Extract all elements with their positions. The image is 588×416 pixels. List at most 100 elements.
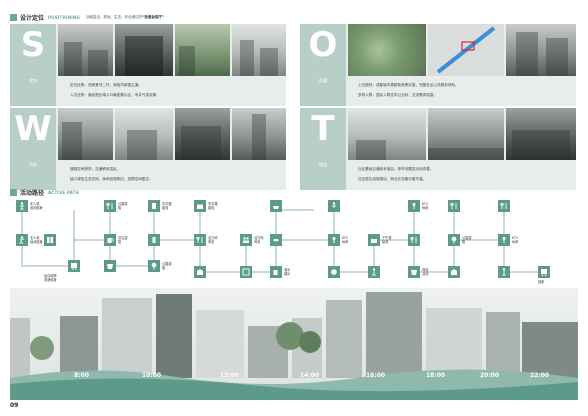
swot-desc-1: 区位优势：西侧紧邻二环，南临华新路主道。 — [70, 83, 142, 87]
swot-letter: S — [20, 25, 46, 65]
node-ktv-2 — [408, 200, 420, 212]
node-afternoon-tea — [368, 234, 380, 246]
time-label: 8:00 — [74, 372, 89, 379]
microphone-icon — [412, 203, 416, 209]
node-cafe — [104, 234, 116, 246]
path-lines — [21, 209, 544, 273]
phone-icon — [152, 237, 156, 243]
swot-label: 劣势 — [29, 162, 37, 167]
node-label: 公园游憩 — [118, 202, 128, 210]
photo-parking — [348, 108, 426, 160]
section-title: 活动路径 — [20, 189, 45, 197]
time-label: 14:00 — [300, 372, 320, 379]
shopping-icon — [411, 270, 417, 275]
node-home-bus — [538, 266, 550, 278]
photo-lot — [428, 108, 504, 160]
skyline-graphic — [10, 288, 578, 400]
pill-icon — [273, 239, 279, 242]
tree-icon — [451, 236, 457, 244]
microphone-icon — [502, 237, 506, 243]
node-lunch — [194, 234, 206, 246]
node-service — [240, 266, 252, 278]
dining-icon — [196, 237, 203, 243]
photo-gate — [115, 24, 173, 76]
node-work — [194, 200, 206, 212]
ball-icon — [331, 269, 337, 275]
node-label: 公园游憩 — [162, 262, 172, 270]
photo-shops — [175, 108, 230, 160]
people-icon — [243, 237, 249, 243]
node-running — [16, 234, 28, 246]
swot-desc-1: 社区基础交通体系落后，停车问题突出待改善。 — [358, 167, 434, 171]
cake-icon — [371, 239, 377, 243]
tree-icon — [151, 262, 157, 270]
node-office — [148, 200, 160, 212]
briefcase-icon — [197, 204, 203, 209]
photo-traffic — [115, 108, 173, 160]
node-waterfront — [328, 200, 340, 212]
node-evening-shop — [448, 266, 460, 278]
node-bowling — [328, 266, 340, 278]
photo-aerial — [348, 24, 426, 76]
photo-overpass — [58, 24, 113, 76]
store-icon — [451, 269, 457, 275]
swot-threat-panel: T 挑战 社区基础交通体系落后，停车问题突出待改善。 社区居住设施落后，商业业态… — [300, 108, 576, 190]
time-label: 18:00 — [426, 372, 446, 379]
street-skyline-collage — [10, 288, 578, 400]
node-label: 回家 — [538, 280, 545, 284]
microphone-icon — [332, 237, 336, 243]
node-park — [148, 260, 160, 272]
node-label: 下午茶接驳 — [382, 236, 392, 244]
page-number: 09 — [10, 402, 19, 409]
node-restroom — [44, 234, 56, 246]
dining-icon — [500, 203, 507, 209]
section-title: 设计定位 — [20, 14, 45, 22]
swot-letter: W — [14, 109, 52, 149]
swot-label: 挑战 — [319, 162, 327, 167]
cup-icon — [273, 270, 278, 275]
bus-icon — [71, 263, 77, 270]
bus-icon — [541, 269, 547, 276]
node-shopping — [104, 260, 116, 272]
running-icon — [19, 236, 25, 244]
node-night-walk — [498, 266, 510, 278]
swot-side: W 劣势 — [10, 108, 56, 190]
node-ktv — [328, 234, 340, 246]
swot-desc-1: 上位规划：成都城市更新新政策实施，完善社区公共服务体系。 — [358, 83, 459, 87]
swot-letter: T — [311, 109, 335, 149]
section-active-path-header: 活动路径 ACTIVE PATH — [10, 187, 85, 197]
exercise-icon — [20, 202, 24, 210]
swot-desc-1: 道路空间狭窄，交通秩序混乱。 — [70, 167, 121, 171]
swot-desc-2: 人文优势：曾经是区域人口最密集片区，市井气息浓厚。 — [70, 93, 160, 97]
dining-icon — [106, 203, 113, 209]
node-tea — [270, 266, 282, 278]
activity-path-diagram: 无人机运动健身 无人机运动健身 运动或养安静健身 公园游憩 交往游憩 写字楼接驳… — [14, 196, 574, 296]
node-night-dining — [498, 200, 510, 212]
node-walk — [368, 266, 380, 278]
node-dining-2 — [408, 234, 420, 246]
section-title-en: ACTIVE PATH — [48, 189, 80, 195]
swot-label: 优势 — [29, 78, 37, 83]
dining-icon — [450, 203, 457, 209]
node-label: 交往游憩 — [118, 236, 128, 244]
walking-icon — [502, 268, 506, 276]
node-night-ktv — [498, 234, 510, 246]
node-pill — [270, 234, 282, 246]
node-label: 活力码商务 — [254, 236, 264, 244]
walking-icon — [372, 268, 376, 276]
node-bath — [270, 200, 282, 212]
service-icon — [242, 268, 250, 276]
office-icon — [152, 203, 156, 209]
swot-opportunity-panel: O 机遇 上位规划：成都城市更新新政策实施，完善社区公共服务体系。 多样人群：居… — [300, 24, 576, 106]
time-label: 10:00 — [142, 372, 162, 379]
time-label: 12:00 — [220, 372, 240, 379]
time-label: 20:00 — [480, 372, 500, 379]
photo-buildings — [232, 24, 286, 76]
section-marker — [10, 188, 17, 196]
node-label: 商场活动 — [422, 268, 429, 276]
swot-desc-2: 多样人群：居民人群住学公交科，交流需求较高。 — [358, 93, 438, 97]
node-store — [194, 266, 206, 278]
